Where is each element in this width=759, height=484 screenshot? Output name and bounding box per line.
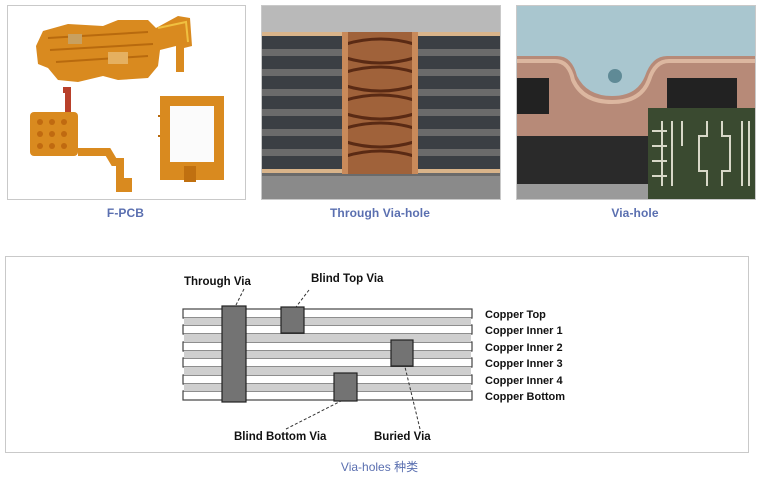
caption-through-via: Through Via-hole: [329, 206, 431, 220]
fpcb-image: [8, 6, 245, 199]
photo-fpcb: [7, 5, 246, 200]
via-holes-diagram: Through Via Blind Top Via Blind Bottom V…: [5, 256, 749, 453]
through-via-image: [262, 6, 500, 199]
layer-label-copper-top: Copper Top: [485, 309, 546, 321]
blind-bottom-via-shape: [333, 372, 358, 402]
label-blind-bottom-via: Blind Bottom Via: [234, 431, 327, 443]
layer-label-copper-inner-3: Copper Inner 3: [485, 358, 563, 370]
layer-label-copper-inner-4: Copper Inner 4: [485, 375, 564, 387]
caption-fpcb: F-PCB: [106, 206, 145, 220]
label-buried-via: Buried Via: [374, 431, 431, 443]
caption-via-hole: Via-hole: [611, 206, 659, 220]
layer-label-copper-inner-2: Copper Inner 2: [485, 342, 563, 354]
via-hole-image: [517, 6, 755, 199]
layer-label-copper-inner-1: Copper Inner 1: [485, 325, 563, 337]
through-via-shape: [221, 305, 247, 403]
label-through-via: Through Via: [184, 276, 251, 288]
diagram-caption: Via-holes 种类: [340, 460, 419, 474]
photo-via-hole: [516, 5, 756, 200]
buried-via-shape: [390, 339, 414, 367]
via-diagram-svg: Through Via Blind Top Via Blind Bottom V…: [182, 273, 565, 443]
layer-label-copper-bottom: Copper Bottom: [485, 391, 565, 403]
photo-through-via: [261, 5, 501, 200]
label-blind-top-via: Blind Top Via: [311, 273, 384, 285]
blind-top-via-shape: [280, 306, 305, 334]
